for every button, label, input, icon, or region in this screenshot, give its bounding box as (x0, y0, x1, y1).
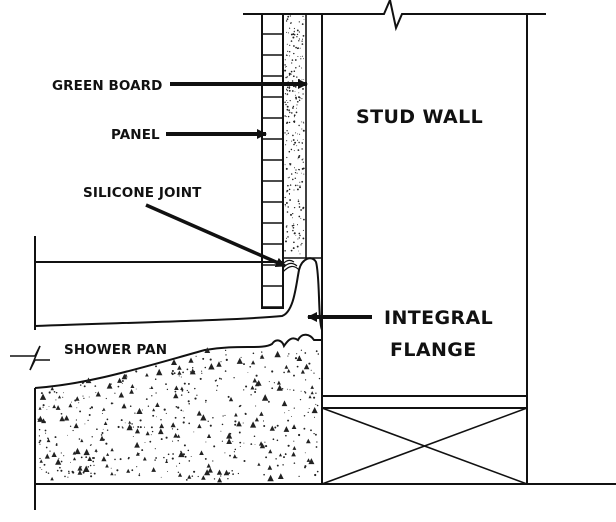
pan-underside (34, 333, 322, 389)
silicone-joint-leader-arrow (145, 203, 286, 268)
concrete-bed (34, 347, 321, 510)
panel-tile-lines (262, 33, 283, 308)
silicone-joint (282, 259, 300, 273)
integral-flange (34, 257, 323, 331)
stud-wall (35, 0, 616, 485)
stud-wall-label: STUD WALL (356, 106, 483, 128)
shower-pan-label: SHOWER PAN (64, 342, 167, 358)
panel-label: PANEL (111, 127, 160, 143)
silicone-joint-label: SILICONE JOINT (83, 185, 202, 201)
bottom-plate (321, 395, 528, 485)
green-board-stipple (284, 15, 305, 255)
bottom-plate-cross-b (321, 407, 528, 485)
green-board (282, 14, 322, 259)
green-board-label: GREEN BOARD (52, 78, 162, 94)
left-break-line (10, 345, 50, 371)
shower-pan (10, 236, 323, 389)
integral-flange-label-line2: FLANGE (390, 339, 477, 361)
concrete-stipple (37, 347, 321, 483)
top-break-line (243, 0, 546, 32)
panel (261, 13, 284, 309)
integral-flange-label-line1: INTEGRAL (384, 307, 493, 329)
